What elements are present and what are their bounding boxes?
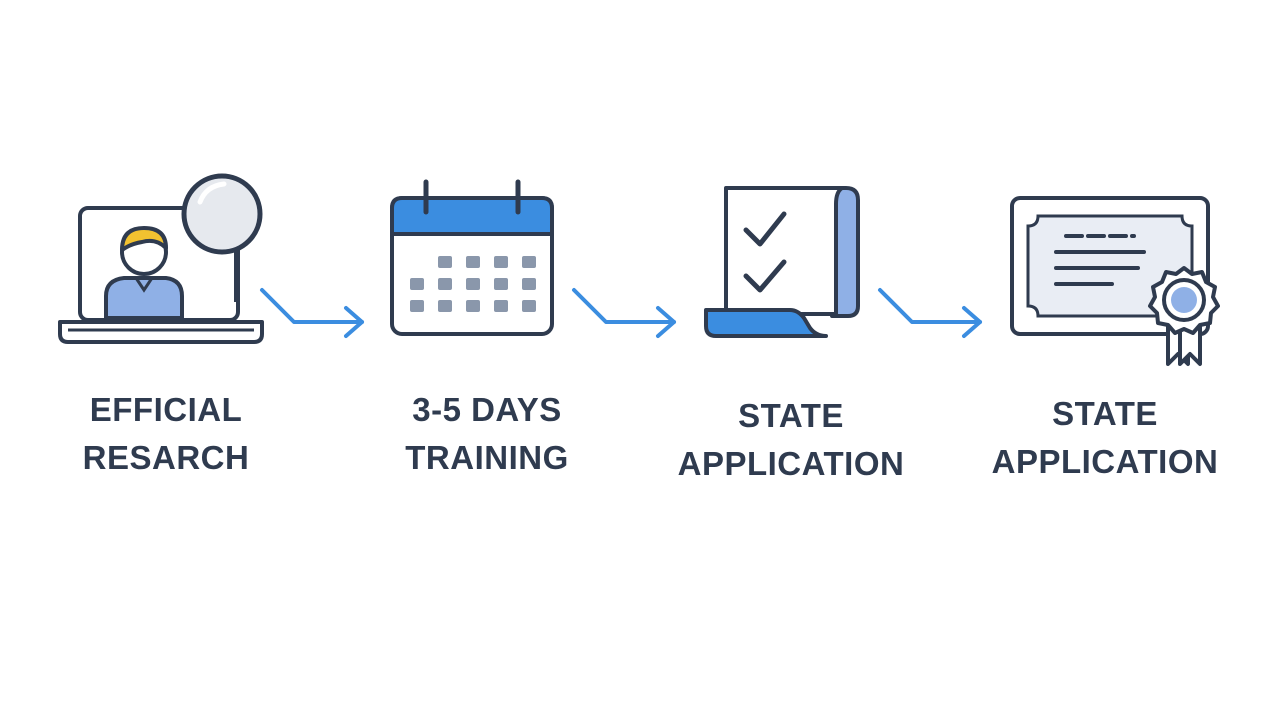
step-1-icon: [58, 172, 268, 352]
step-2-label: 3-5 DAYS TRAINING: [362, 386, 612, 482]
step-1-label-line2: RESARCH: [82, 439, 250, 476]
certificate-with-ribbon-icon: [1010, 196, 1220, 366]
step-3-label-line1: STATE: [738, 397, 844, 434]
arrow-right-icon: [260, 288, 364, 338]
arrow-3: [876, 284, 988, 340]
person-laptop-magnifier-icon: [58, 173, 264, 344]
step-4-label-line2: APPLICATION: [991, 443, 1219, 480]
calendar-icon: [390, 179, 554, 336]
step-1-label: EFFICIAL RESARCH: [38, 386, 294, 482]
step-4-label-line1: STATE: [1052, 395, 1158, 432]
arrow-right-icon: [572, 288, 676, 338]
step-2-label-line2: TRAINING: [405, 439, 569, 476]
arrow-right-icon: [878, 288, 982, 338]
arrow-1: [258, 284, 370, 340]
step-3-icon: [702, 182, 868, 342]
step-3-label-line2: APPLICATION: [677, 445, 905, 482]
step-2-label-line1: 3-5 DAYS: [412, 391, 562, 428]
step-4-label: STATE APPLICATION: [970, 390, 1240, 486]
step-2-icon: [386, 178, 558, 342]
arrow-2: [570, 284, 682, 340]
step-4-icon: [1008, 192, 1228, 372]
step-3-label: STATE APPLICATION: [656, 392, 926, 488]
checklist-document-icon: [704, 186, 860, 338]
step-1-label-line1: EFFICIAL: [89, 391, 243, 428]
